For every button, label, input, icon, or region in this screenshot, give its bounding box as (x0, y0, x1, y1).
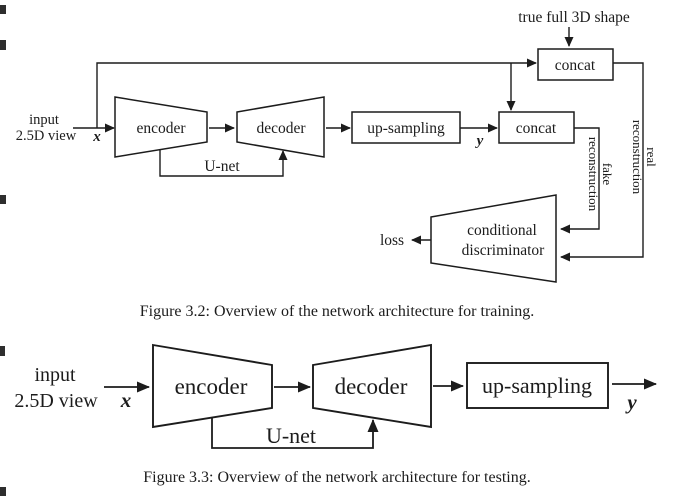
concat-top-box (537, 48, 614, 81)
encoder-label: encoder (136, 120, 186, 137)
encoder-trapezoid (114, 96, 208, 158)
fake-label-line1: fake (600, 163, 615, 186)
concat-top-label: concat (555, 57, 596, 74)
unet-label: U-net (266, 423, 316, 448)
decoder-label: decoder (335, 374, 408, 399)
real-label-line2: reconstruction (630, 120, 645, 195)
training-diagram: true full 3D shape concat input 2.5D vie… (16, 9, 659, 320)
testing-diagram: input 2.5D view x encoder U-net decoder … (14, 343, 657, 486)
fake-reconstruction-label: fake reconstruction (586, 137, 615, 212)
decoder-trapezoid (312, 343, 432, 429)
wire-fake-reconstruction (560, 127, 600, 234)
real-label-line1: real (644, 147, 659, 167)
encoder-label: encoder (175, 374, 248, 399)
x-symbol: x (120, 388, 132, 412)
caption-figure-3-3: Figure 3.3: Overview of the network arch… (143, 469, 530, 486)
wire-skip-to-concat-top (96, 58, 537, 128)
encoder-trapezoid (152, 343, 273, 429)
scan-artifacts (0, 5, 6, 496)
concat-mid-label: concat (516, 120, 557, 137)
discriminator-label-line2: discriminator (462, 242, 545, 259)
y-symbol: y (624, 390, 637, 414)
caption-figure-3-2: Figure 3.2: Overview of the network arch… (140, 303, 535, 320)
wire-real-reconstruction (560, 62, 644, 262)
upsampling-label: up-sampling (367, 120, 445, 137)
input-label-line2: 2.5D view (14, 390, 98, 412)
unet-label: U-net (204, 158, 240, 175)
input-label-line2: 2.5D view (16, 128, 77, 144)
upsampling-label: up-sampling (482, 373, 592, 398)
wire-unet-skip (159, 150, 288, 177)
true-full-3d-shape-label: true full 3D shape (518, 9, 630, 26)
input-label-line1: input (29, 112, 59, 128)
wire-unet-skip (211, 417, 379, 449)
y-symbol: y (475, 133, 484, 149)
decoder-label: decoder (256, 120, 306, 137)
decoder-trapezoid (236, 96, 325, 158)
x-symbol: x (92, 129, 101, 145)
input-label-line1: input (34, 364, 76, 386)
upsampling-box (466, 362, 609, 409)
discriminator-trapezoid (430, 194, 557, 283)
fake-label-line2: reconstruction (586, 137, 601, 212)
discriminator-label-line1: conditional (467, 222, 537, 239)
real-reconstruction-label: real reconstruction (630, 120, 659, 195)
loss-label: loss (380, 232, 404, 249)
